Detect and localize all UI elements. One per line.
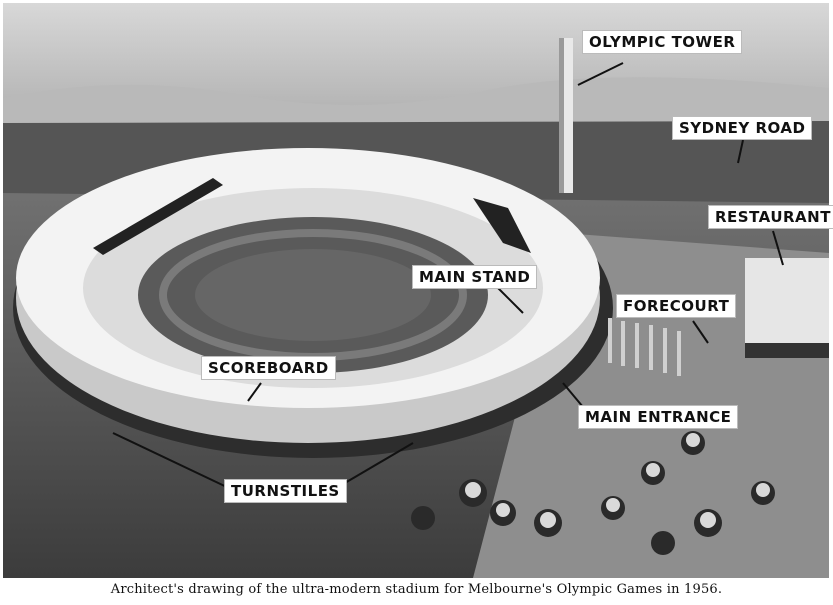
- label-scoreboard: SCOREBOARD: [201, 356, 336, 380]
- label-olympic-tower: OLYMPIC TOWER: [582, 30, 743, 54]
- label-forecourt: FORECOURT: [616, 294, 737, 318]
- label-turnstiles: TURNSTILES: [224, 479, 347, 503]
- figure-caption: Architect's drawing of the ultra-modern …: [110, 582, 723, 597]
- label-main-stand: MAIN STAND: [412, 265, 538, 289]
- label-main-entrance: MAIN ENTRANCE: [578, 405, 739, 429]
- stadium-drawing: [3, 3, 829, 578]
- label-sydney-road: SYDNEY ROAD: [672, 116, 813, 140]
- label-restaurant: RESTAURANT: [708, 205, 833, 229]
